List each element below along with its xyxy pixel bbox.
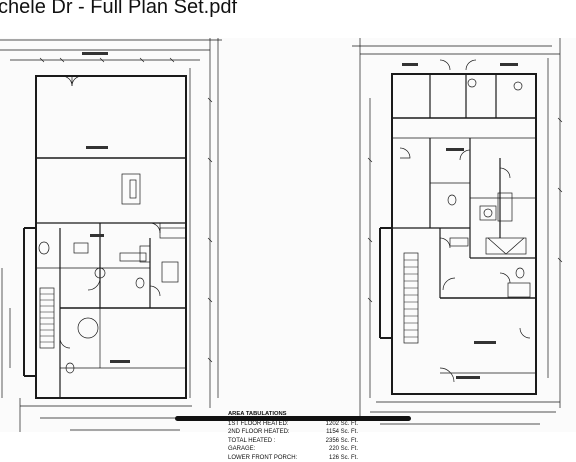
document-title: chele Dr - Full Plan Set.pdf bbox=[0, 0, 237, 19]
pdf-page[interactable]: AREA TABULATIONS 1ST FLOOR HEATED: 1202 … bbox=[0, 38, 576, 432]
area-row-value: 126 Sc. Ft. bbox=[329, 454, 358, 462]
horizontal-scrollbar[interactable] bbox=[175, 416, 411, 421]
area-row: GARAGE: 220 Sc. Ft. bbox=[228, 445, 358, 454]
area-row-value: 220 Sc. Ft. bbox=[329, 445, 358, 454]
area-row-value: 1154 Sc. Ft. bbox=[326, 428, 358, 437]
floor-plan-drawing bbox=[0, 38, 576, 432]
area-row: LOWER FRONT PORCH: 126 Sc. Ft. bbox=[228, 454, 358, 462]
first-floor-plan bbox=[0, 38, 222, 432]
area-row-label: TOTAL HEATED : bbox=[228, 437, 275, 446]
second-floor-plan bbox=[352, 38, 562, 424]
area-row-value: 2356 Sc. Ft. bbox=[326, 437, 358, 446]
area-row-label: 2ND FLOOR HEATED: bbox=[228, 428, 290, 437]
area-row-label: LOWER FRONT PORCH: bbox=[228, 454, 297, 462]
area-row-label: GARAGE: bbox=[228, 445, 255, 454]
area-row: 2ND FLOOR HEATED: 1154 Sc. Ft. bbox=[228, 428, 358, 437]
room-annotations bbox=[82, 52, 518, 379]
title-bar: chele Dr - Full Plan Set.pdf bbox=[0, 0, 576, 32]
area-row: TOTAL HEATED : 2356 Sc. Ft. bbox=[228, 437, 358, 446]
